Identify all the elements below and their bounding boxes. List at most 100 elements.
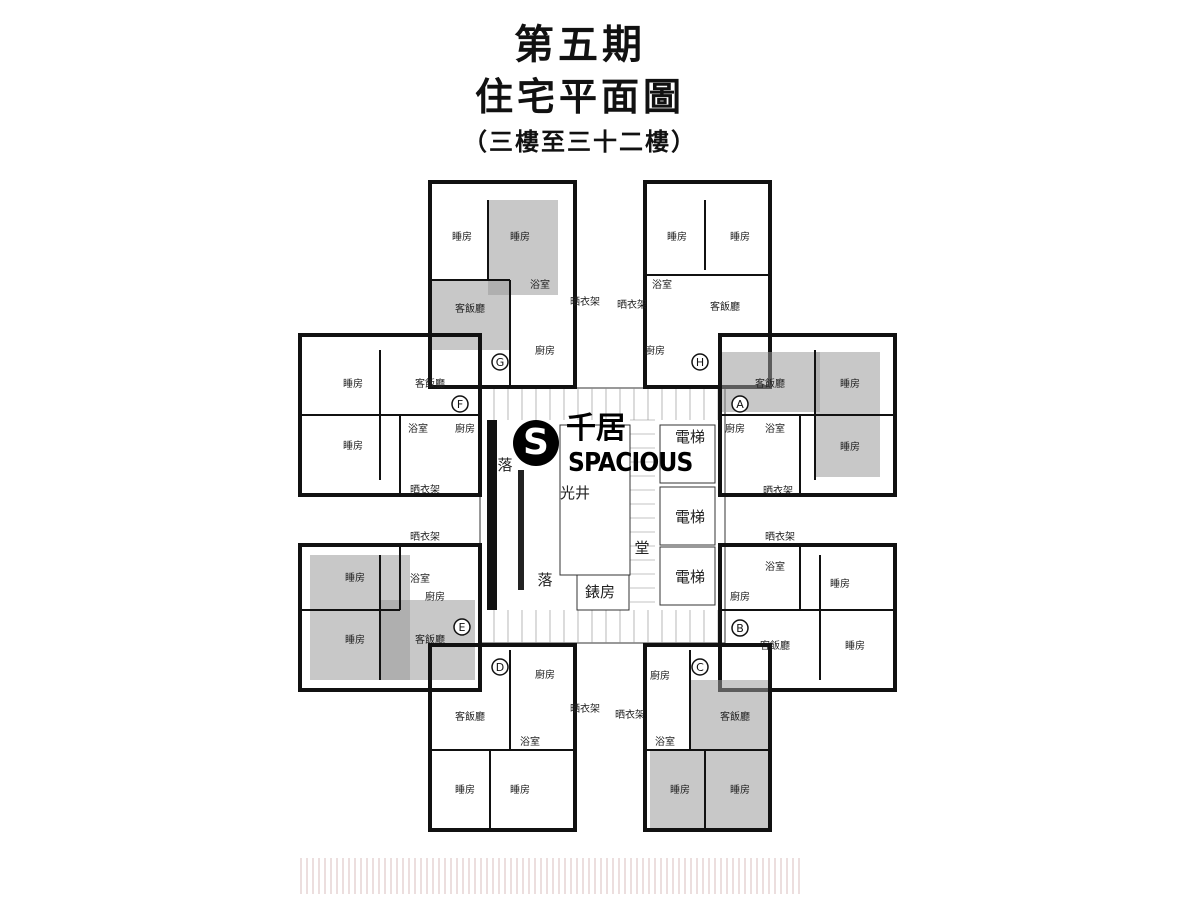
shaded-room bbox=[650, 750, 770, 830]
lift-2 bbox=[659, 486, 716, 546]
unit-outline bbox=[428, 180, 577, 389]
room-label: 廚房 bbox=[650, 669, 670, 682]
unit-marker-icon bbox=[451, 395, 469, 413]
room-label: 睡房 bbox=[345, 571, 365, 584]
room-label: 客飯廳 bbox=[455, 302, 485, 315]
room-label: 睡房 bbox=[455, 783, 475, 796]
room-label: 睡房 bbox=[730, 783, 750, 796]
title-floors: （三樓至三十二樓） bbox=[463, 127, 697, 156]
lightwell-label: 光井 bbox=[560, 484, 590, 502]
room-label: 浴室 bbox=[408, 422, 428, 435]
room-label: 客飯廳 bbox=[710, 300, 740, 313]
room-label: 睡房 bbox=[343, 439, 363, 452]
room-label: 浴室 bbox=[765, 422, 785, 435]
room-label: 廚房 bbox=[535, 344, 555, 357]
unit-marker-icon bbox=[691, 658, 709, 676]
stair-label: 落 bbox=[537, 571, 552, 589]
shaded-room bbox=[380, 600, 475, 680]
logo-chinese: 千居 bbox=[566, 411, 626, 446]
room-label: 浴室 bbox=[410, 572, 430, 585]
unit-a: 客飯廳睡房睡房浴室廚房晒衣架A bbox=[718, 333, 897, 497]
room-label: 浴室 bbox=[530, 278, 550, 291]
lift-1 bbox=[659, 424, 716, 484]
title-phase: 第五期 bbox=[514, 21, 646, 68]
room-label: 睡房 bbox=[345, 633, 365, 646]
room-label: 睡房 bbox=[845, 639, 865, 652]
unit-outline bbox=[428, 643, 577, 832]
room-label: 客飯廳 bbox=[415, 377, 445, 390]
stair-rail bbox=[518, 470, 524, 590]
room-label: 睡房 bbox=[830, 577, 850, 590]
title-floor-plan: 住宅平面圖 bbox=[474, 74, 685, 119]
unit-marker-icon bbox=[453, 618, 471, 636]
lift-label: 電梯 bbox=[675, 508, 705, 526]
room-label: 晒衣架 bbox=[410, 483, 440, 496]
shaded-room bbox=[690, 680, 770, 750]
room-label: 睡房 bbox=[667, 230, 687, 243]
unit-id: C bbox=[696, 661, 704, 674]
room-label: 客飯廳 bbox=[455, 710, 485, 723]
room-label: 廚房 bbox=[455, 422, 475, 435]
room-label: 廚房 bbox=[535, 668, 555, 681]
room-label: 客飯廳 bbox=[755, 377, 785, 390]
footnote-illegible bbox=[300, 858, 800, 894]
logo-mark-icon: S bbox=[513, 420, 559, 466]
unit-id: E bbox=[459, 621, 466, 634]
room-label: 廚房 bbox=[425, 590, 445, 603]
unit-d: 廚房晒衣架客飯廳浴室睡房睡房D bbox=[428, 643, 600, 832]
unit-f: 睡房客飯廳睡房浴室廚房晒衣架F bbox=[298, 333, 482, 497]
unit-id: A bbox=[736, 398, 744, 411]
logo-english: SPACIOUS bbox=[568, 448, 693, 478]
lobby-label: 堂 bbox=[634, 539, 649, 557]
unit-marker-icon bbox=[491, 353, 509, 371]
room-label: 晒衣架 bbox=[617, 298, 647, 311]
room-label: 睡房 bbox=[343, 377, 363, 390]
room-label: 睡房 bbox=[452, 230, 472, 243]
room-label: 晒衣架 bbox=[570, 702, 600, 715]
lift-label: 電梯 bbox=[675, 428, 705, 446]
room-label: 睡房 bbox=[670, 783, 690, 796]
meter-room-label: 錶房 bbox=[585, 583, 615, 601]
room-label: 廚房 bbox=[730, 590, 750, 603]
unit-id: F bbox=[457, 398, 463, 411]
room-label: 晒衣架 bbox=[410, 530, 440, 543]
unit-marker-icon bbox=[491, 658, 509, 676]
unit-marker-icon bbox=[691, 353, 709, 371]
stair-label: 落 bbox=[497, 456, 512, 474]
room-label: 浴室 bbox=[652, 278, 672, 291]
room-label: 客飯廳 bbox=[720, 710, 750, 723]
room-label: 浴室 bbox=[765, 560, 785, 573]
unit-id: G bbox=[496, 356, 505, 369]
lift-3 bbox=[659, 546, 716, 606]
room-label: 晒衣架 bbox=[765, 530, 795, 543]
unit-outline bbox=[298, 543, 482, 692]
room-label: 客飯廳 bbox=[415, 633, 445, 646]
room-label: 睡房 bbox=[840, 440, 860, 453]
room-label: 客飯廳 bbox=[760, 639, 790, 652]
unit-id: H bbox=[696, 356, 704, 369]
room-label: 浴室 bbox=[655, 735, 675, 748]
unit-id: B bbox=[736, 622, 744, 635]
lift-label: 電梯 bbox=[675, 568, 705, 586]
room-label: 睡房 bbox=[730, 230, 750, 243]
unit-marker-icon bbox=[731, 395, 749, 413]
unit-id: D bbox=[496, 661, 504, 674]
shaded-room bbox=[430, 280, 510, 350]
unit-outline bbox=[718, 543, 897, 692]
room-label: 晒衣架 bbox=[615, 708, 645, 721]
unit-marker-icon bbox=[731, 619, 749, 637]
room-label: 睡房 bbox=[510, 230, 530, 243]
room-label: 晒衣架 bbox=[570, 295, 600, 308]
room-label: 睡房 bbox=[510, 783, 530, 796]
room-label: 晒衣架 bbox=[763, 484, 793, 497]
room-label: 廚房 bbox=[725, 422, 745, 435]
meter-room bbox=[576, 574, 630, 611]
room-label: 睡房 bbox=[840, 377, 860, 390]
unit-outline bbox=[643, 643, 772, 832]
room-label: 廚房 bbox=[645, 344, 665, 357]
